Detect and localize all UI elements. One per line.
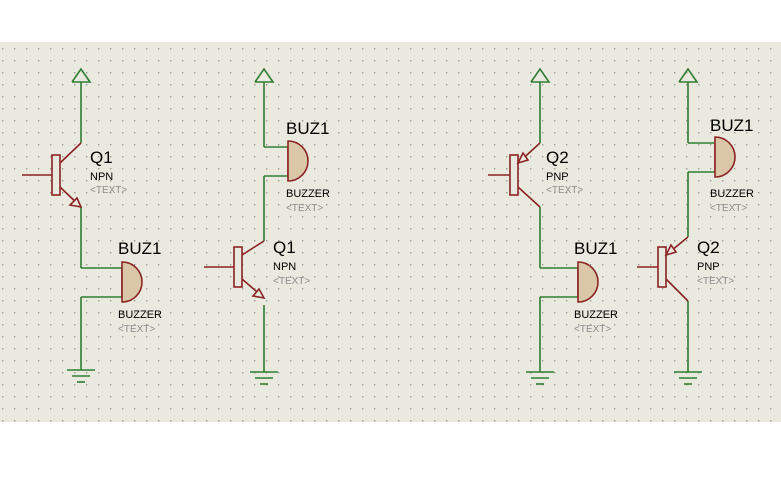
buzzer-text: <TEXT> (710, 203, 747, 214)
transistor-text: <TEXT> (90, 185, 127, 196)
buzzer-ref: BUZ1 (286, 119, 329, 138)
transistor-value: NPN (273, 261, 296, 273)
pnp-transistor-icon (488, 142, 541, 208)
ground-icon (67, 369, 95, 383)
transistor-ref: Q1 (273, 238, 296, 257)
power-arrow-icon (71, 67, 92, 83)
buzzer-value: BUZZER (286, 188, 330, 200)
npn-transistor-icon (22, 142, 83, 209)
power-arrow-icon (530, 67, 551, 83)
buzzer-icon (714, 136, 736, 178)
buzzer-value: BUZZER (710, 188, 754, 200)
transistor-text: <TEXT> (273, 276, 310, 287)
circuit-npn-low-side: Q1 NPN <TEXT> BUZ1 BUZZER <TEXT> (22, 67, 162, 383)
buzzer-ref: BUZ1 (710, 116, 753, 135)
transistor-ref: Q1 (90, 148, 113, 167)
ground-icon (526, 371, 554, 385)
wires (80, 82, 122, 370)
npn-transistor-icon (204, 240, 266, 300)
buzzer-ref: BUZ1 (118, 239, 161, 258)
buzzer-icon (121, 261, 143, 303)
circuit-npn-high-side: BUZ1 BUZZER <TEXT> Q1 NPN <TEXT> (204, 67, 330, 385)
transistor-text: <TEXT> (546, 185, 583, 196)
transistor-ref: Q2 (546, 148, 569, 167)
transistor-value: PNP (697, 261, 720, 273)
circuit-pnp-high-side: Q2 PNP <TEXT> BUZ1 BUZZER <TEXT> (488, 67, 618, 385)
power-arrow-icon (254, 67, 275, 83)
buzzer-value: BUZZER (118, 309, 162, 321)
buzzer-text: <TEXT> (286, 203, 323, 214)
wires (539, 82, 578, 372)
transistor-value: NPN (90, 171, 113, 183)
wires (687, 82, 715, 372)
transistor-text: <TEXT> (697, 276, 734, 287)
power-arrow-icon (678, 67, 699, 83)
buzzer-icon (577, 261, 599, 303)
grid-dots (0, 42, 781, 422)
buzzer-text: <TEXT> (574, 324, 611, 335)
buzzer-ref: BUZ1 (574, 239, 617, 258)
buzzer-text: <TEXT> (118, 324, 155, 335)
ground-icon (674, 371, 702, 385)
circuit-pnp-low-side: BUZ1 BUZZER <TEXT> Q2 PNP <TEXT> (637, 67, 754, 385)
wires (263, 82, 288, 372)
buzzer-icon (287, 140, 309, 182)
ground-icon (250, 371, 278, 385)
transistor-value: PNP (546, 171, 569, 183)
transistor-ref: Q2 (697, 238, 720, 257)
buzzer-value: BUZZER (574, 309, 618, 321)
pnp-transistor-icon (637, 236, 689, 302)
